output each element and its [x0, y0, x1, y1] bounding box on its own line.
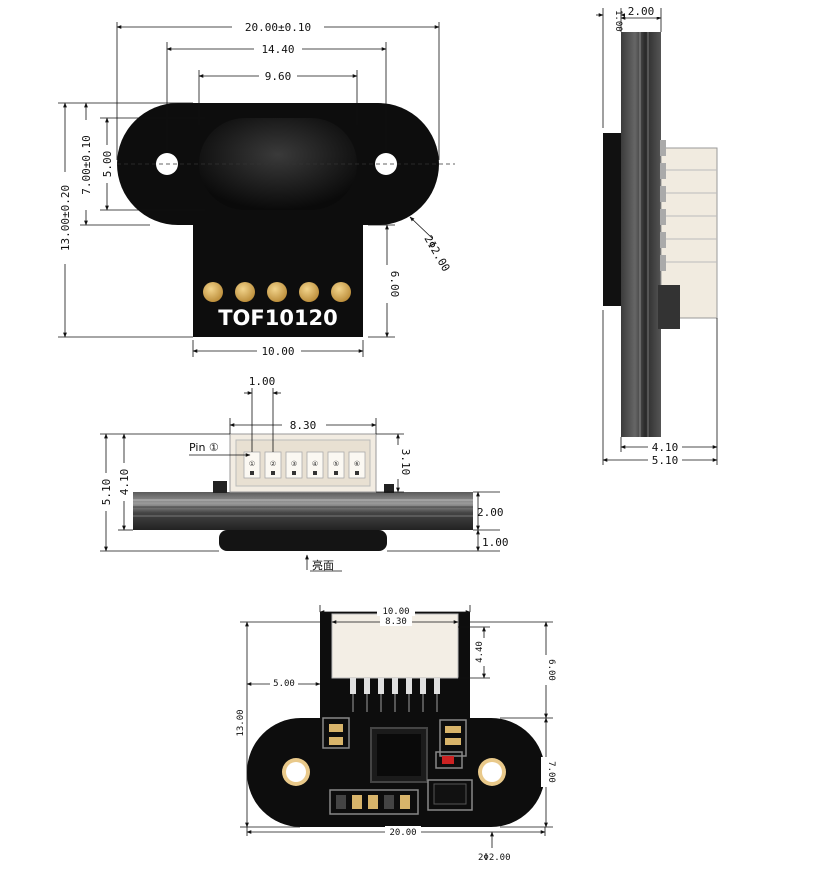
bottom-dim-connector-depth: 4.40: [475, 641, 485, 663]
side-dim-lens: 2.00: [628, 5, 655, 18]
side-dim-depth-outer: 5.10: [652, 454, 679, 467]
front-dim-lens-thickness: 1.00: [482, 536, 509, 549]
bottom-dim-width: 20.00: [389, 828, 416, 838]
gold-pad: [299, 282, 319, 302]
side-lens: [603, 133, 623, 306]
front-view: ① ② ③ ④ ⑤ ⑥ 1.00 8.30 Pin ①: [99, 375, 509, 572]
bottom-dim-height: 13.00: [236, 709, 246, 736]
front-dim-connector-width: 8.30: [290, 419, 317, 432]
light-face-label: 亮面: [312, 558, 334, 572]
front-dim-connector-height: 3.10: [399, 449, 412, 476]
dim-holes: 2Φ2.00: [421, 233, 452, 274]
gold-pad: [331, 282, 351, 302]
pin-number: ③: [291, 460, 297, 468]
front-dim-board-thickness: 2.00: [477, 506, 504, 519]
front-board: [133, 492, 473, 530]
bottom-view: 10.00 8.30 4.40 5.00 13.00 6.00 7.00: [235, 605, 556, 863]
dim-lens-width: 9.60: [265, 70, 292, 83]
bottom-dim-half-width: 5.00: [273, 679, 295, 689]
pin-number: ④: [312, 460, 318, 468]
gold-pad: [235, 282, 255, 302]
pin-number: ①: [249, 460, 255, 468]
bottom-dim-holes: 2Φ2.00: [478, 853, 511, 863]
dim-tail-height: 6.00: [388, 271, 401, 298]
gold-pad: [203, 282, 223, 302]
bottom-dim-tail-width: 10.00: [382, 607, 409, 617]
dim-tail-width: 10.00: [261, 345, 294, 358]
pin-number: ⑤: [333, 460, 339, 468]
dim-height: 13.00±0.20: [59, 185, 72, 251]
side-dim-depth-inner: 4.10: [652, 441, 679, 454]
pin-number: ②: [270, 460, 276, 468]
front-dim-pin-pitch: 1.00: [249, 375, 276, 388]
side-connector: [658, 140, 718, 329]
smd-components: [322, 717, 473, 815]
dim-lens-height: 5.00: [101, 151, 114, 178]
front-connector: ① ② ③ ④ ⑤ ⑥: [229, 433, 377, 493]
dim-ellipse-height: 7.00±0.10: [80, 135, 93, 195]
side-dim-board: 1.00: [613, 10, 623, 32]
gold-pad: [267, 282, 287, 302]
pin-number: ⑥: [354, 460, 360, 468]
top-view: TOF10120 20.00±0.10 14.40 9.60 13.00±0.2…: [58, 19, 455, 358]
pin-one-label: Pin ①: [189, 441, 219, 454]
model-label: TOF10120: [218, 306, 338, 330]
bottom-dim-ellipse-height: 7.00: [546, 761, 556, 783]
bottom-dim-tail-height: 6.00: [546, 659, 556, 681]
front-lens: [219, 530, 387, 551]
front-dim-total-outer: 5.10: [100, 479, 113, 506]
dim-width: 20.00±0.10: [245, 21, 311, 34]
side-board: [621, 32, 661, 437]
front-dim-total-inner: 4.10: [118, 469, 131, 496]
side-view: 1.00 2.00 4.10 5.10: [596, 5, 718, 467]
dim-hole-spacing: 14.40: [261, 43, 294, 56]
bottom-dim-connector-width: 8.30: [385, 617, 407, 627]
